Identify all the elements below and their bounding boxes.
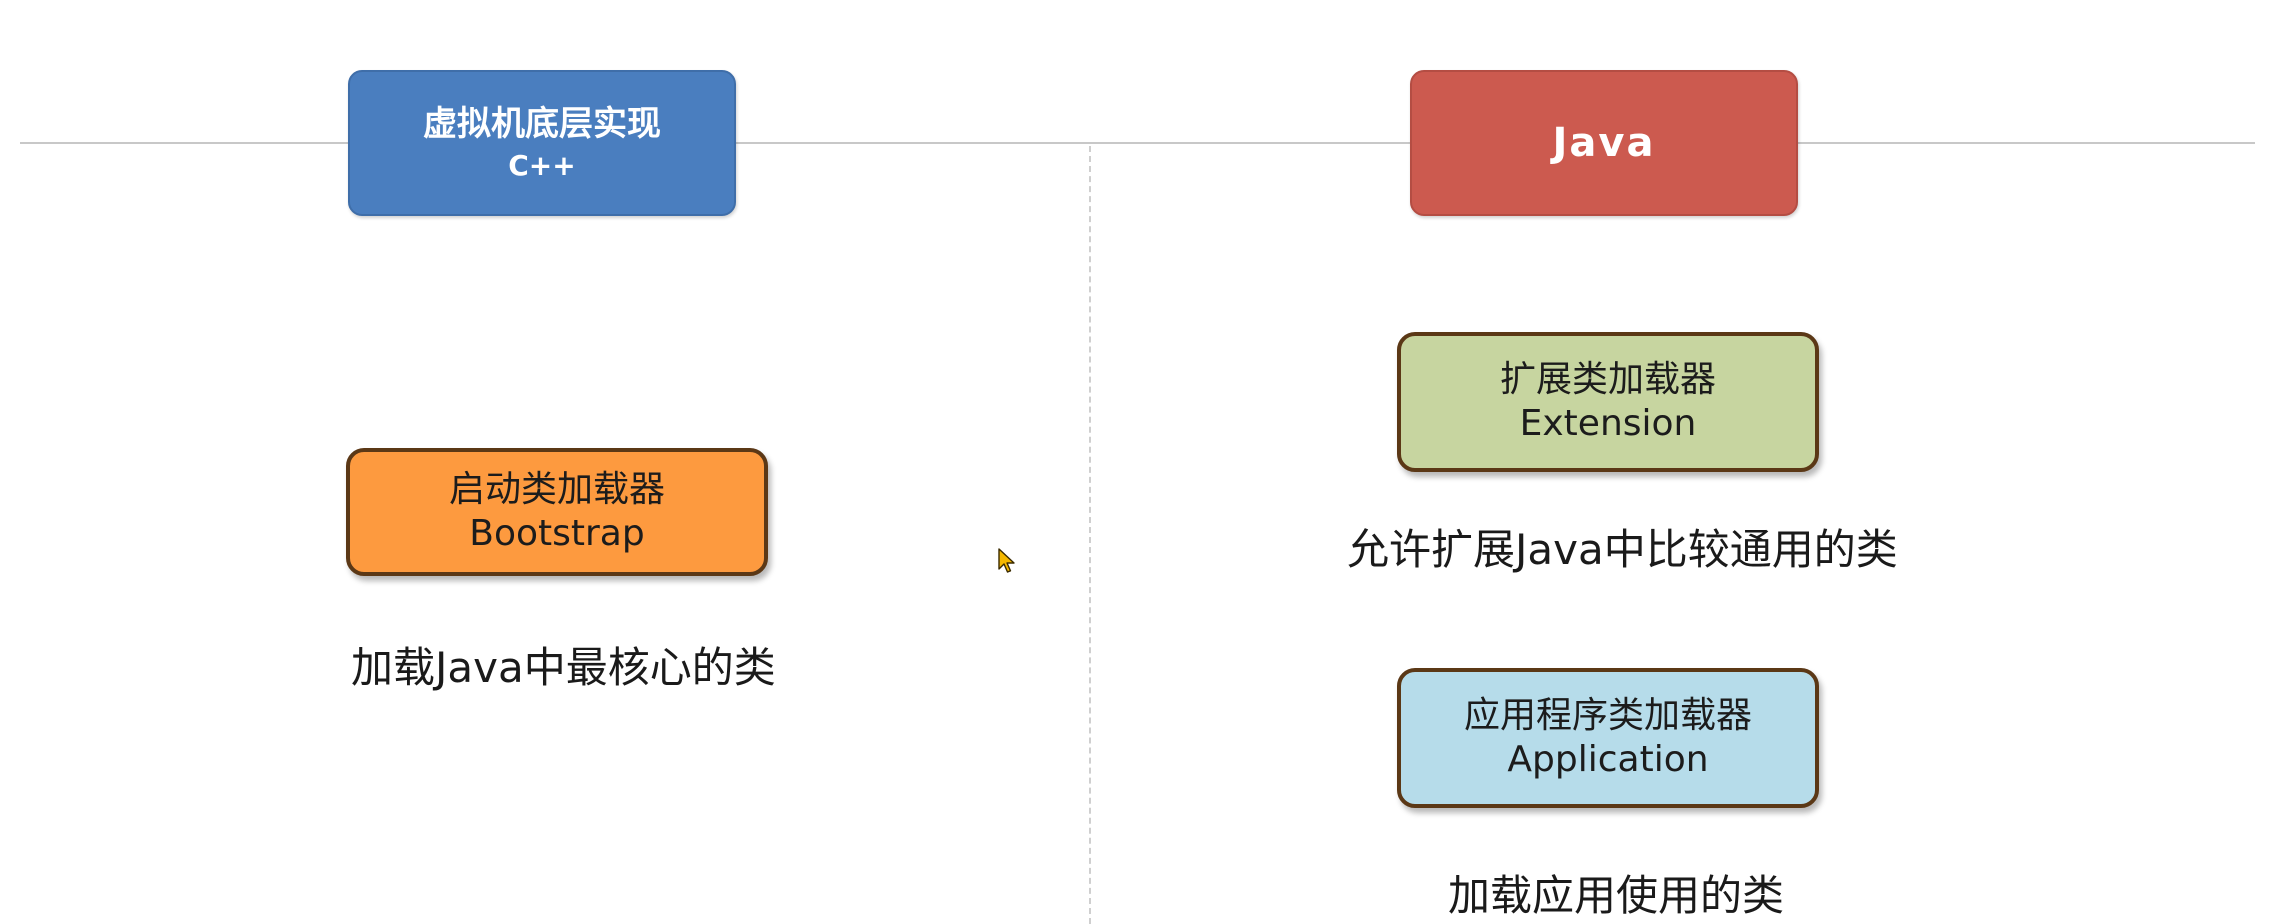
application-loader-description: 加载应用使用的类 <box>1448 871 1785 920</box>
java-implementation-header: Java <box>1410 70 1798 216</box>
bootstrap-loader-name-en: Bootstrap <box>469 513 645 554</box>
extension-loader-name-cn: 扩展类加载器 <box>1499 359 1716 400</box>
java-header-title: Java <box>1552 120 1656 166</box>
native-implementation-header: 虚拟机底层实现 C++ <box>348 70 736 216</box>
bootstrap-loader-box: 启动类加载器 Bootstrap <box>346 448 768 576</box>
header-divider-line <box>20 142 2255 144</box>
bootstrap-loader-name-cn: 启动类加载器 <box>448 469 665 510</box>
application-loader-name-cn: 应用程序类加载器 <box>1463 695 1752 736</box>
mouse-pointer-icon <box>998 548 1015 573</box>
column-divider-line <box>1089 146 1091 924</box>
extension-loader-box: 扩展类加载器 Extension <box>1397 332 1819 472</box>
application-loader-box: 应用程序类加载器 Application <box>1397 668 1819 808</box>
extension-loader-name-en: Extension <box>1519 403 1697 444</box>
native-header-language: C++ <box>508 149 576 182</box>
application-loader-name-en: Application <box>1507 739 1709 780</box>
extension-loader-description: 允许扩展Java中比较通用的类 <box>1347 525 1898 574</box>
bootstrap-loader-description: 加载Java中最核心的类 <box>351 643 776 692</box>
native-header-title: 虚拟机底层实现 <box>423 104 661 144</box>
